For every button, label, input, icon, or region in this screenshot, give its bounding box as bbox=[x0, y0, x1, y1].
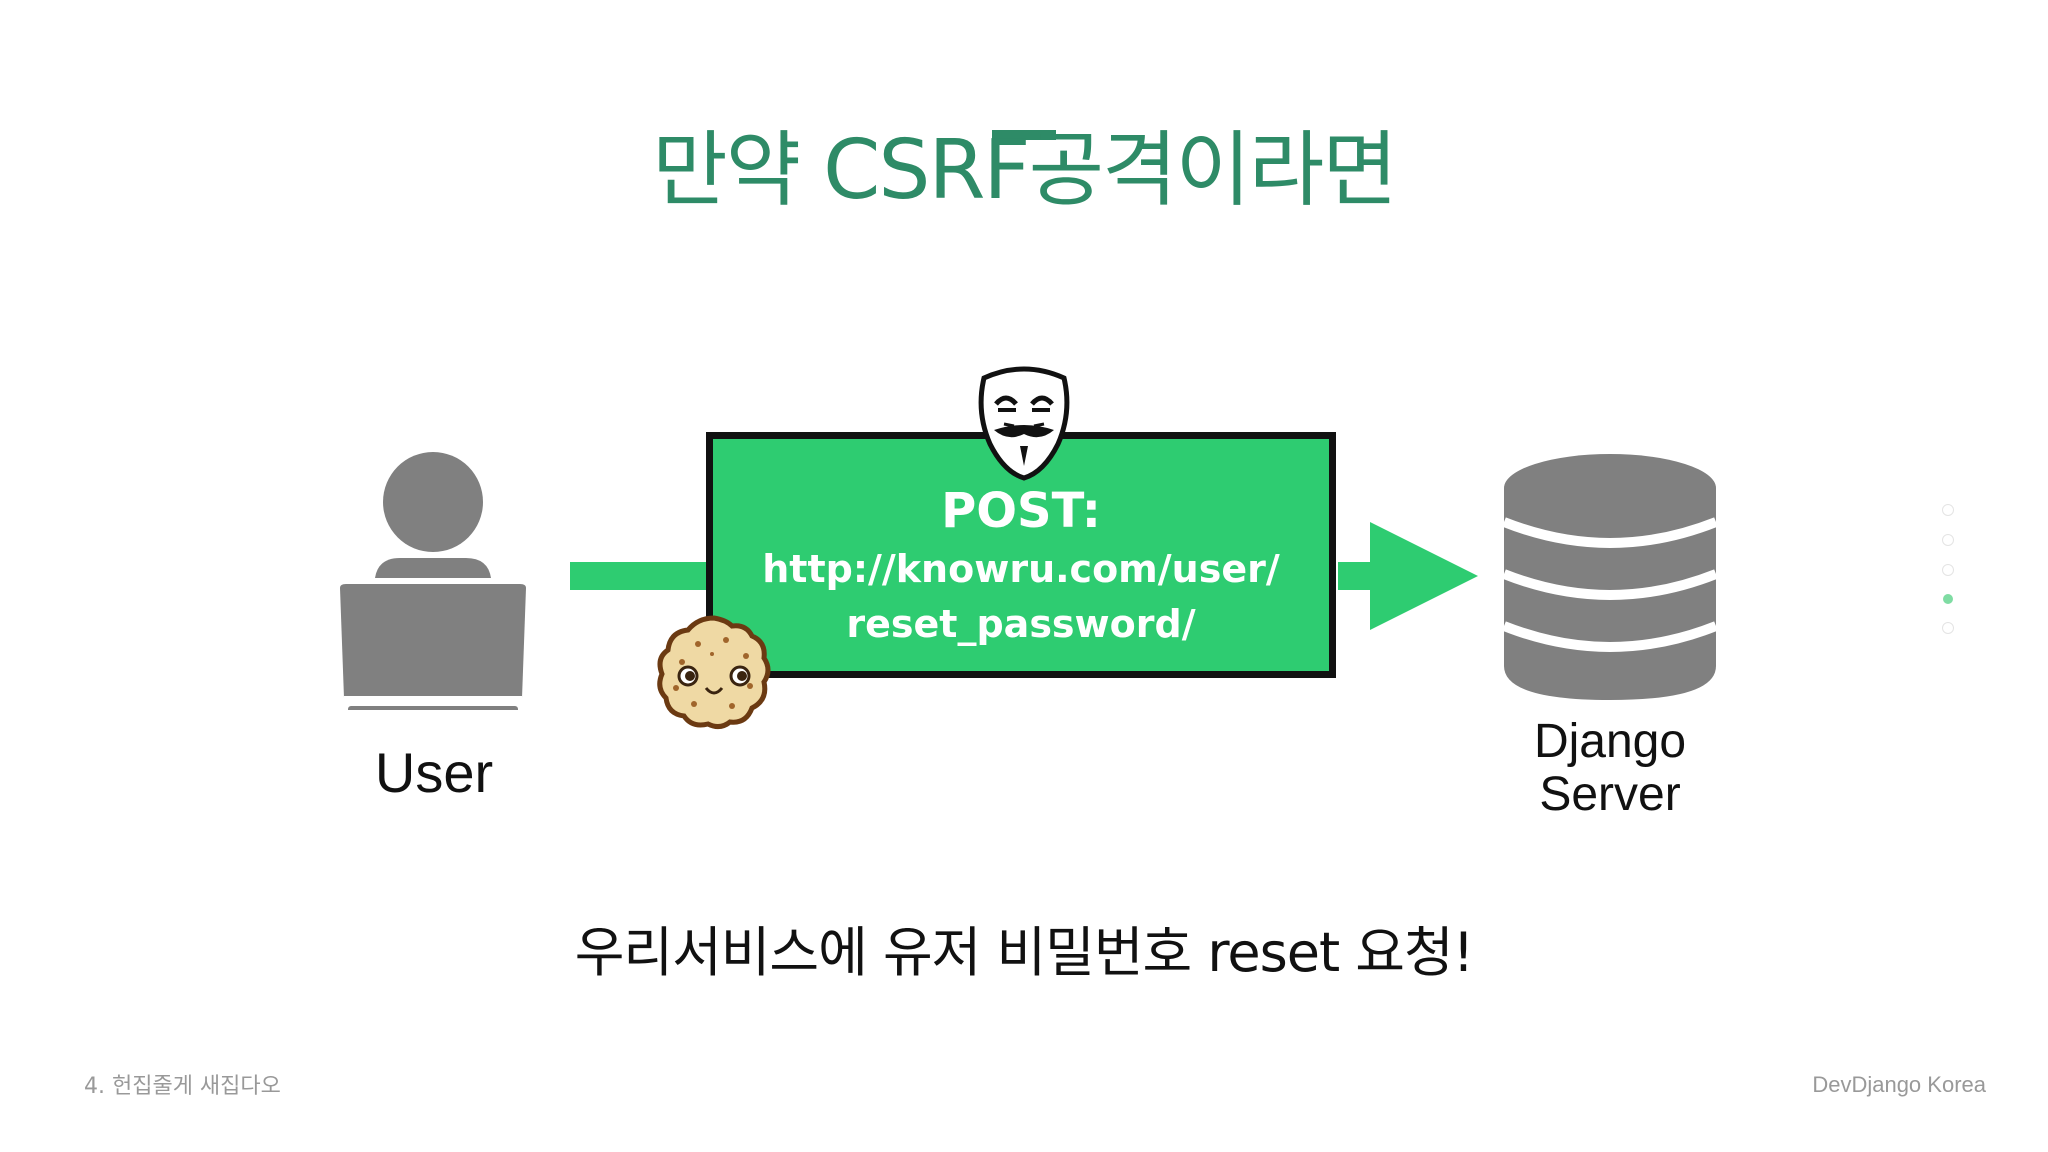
arrow-right-icon bbox=[1370, 522, 1480, 635]
request-method: POST: bbox=[941, 483, 1101, 539]
slide-caption: 우리서비스에 유저 비밀번호 reset 요청! bbox=[574, 921, 1475, 984]
server-label-line1: Django bbox=[1533, 715, 1687, 768]
request-arrow-tail bbox=[570, 562, 710, 590]
user-label: User bbox=[374, 741, 494, 804]
footer-brand-label: DevDjango Korea bbox=[1812, 1072, 1986, 1097]
user-at-laptop-icon bbox=[338, 450, 528, 718]
pager-dot[interactable] bbox=[1942, 504, 1954, 516]
pager-dot[interactable] bbox=[1942, 564, 1954, 576]
footer-section-label: 4. 헌집줄게 새집다오 bbox=[84, 1074, 281, 1099]
request-url-line2: reset_password/ bbox=[846, 602, 1196, 647]
slide-pager bbox=[1942, 504, 1956, 652]
pager-dot-active[interactable] bbox=[1943, 594, 1953, 604]
database-icon bbox=[1502, 452, 1718, 707]
request-url-line1: http://knowru.com/user/ bbox=[762, 546, 1280, 591]
pager-dot[interactable] bbox=[1942, 622, 1954, 634]
pager-dot[interactable] bbox=[1942, 534, 1954, 546]
server-label-line2: Server bbox=[1539, 767, 1681, 821]
slide-title: 만약 CSRF공격이라면 bbox=[652, 123, 1398, 218]
cookie-icon bbox=[654, 614, 774, 737]
title-accent-bar bbox=[992, 130, 1056, 140]
server-label: Django Server bbox=[1470, 715, 1750, 822]
hacker-mask-icon bbox=[974, 364, 1074, 487]
